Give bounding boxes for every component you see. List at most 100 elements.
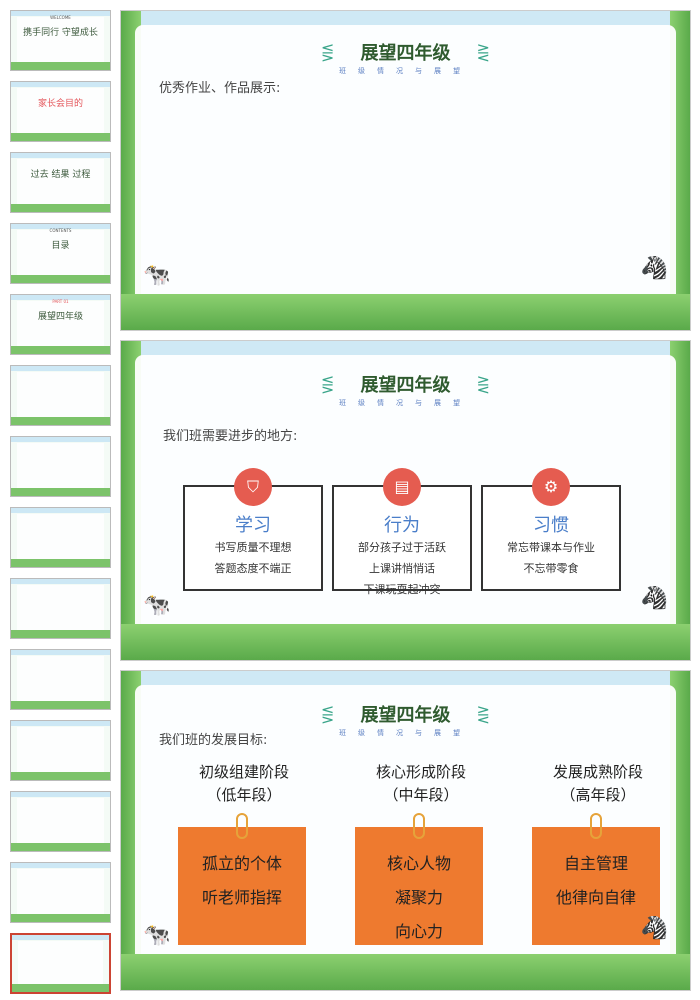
thumbnail-title: 展望四年级 [37,312,83,322]
grass-decoration [11,914,110,922]
zebra-illustration: 🦓 [640,256,668,281]
thumbnail-panel [17,585,104,630]
thumbnail-subtitle: WELCOME [50,15,71,20]
thumbnail-panel [17,17,104,62]
sky-decoration [11,153,110,158]
sky-decoration [11,792,110,797]
stage-name: 初级组建阶段 [198,763,289,781]
note-line: 凝聚力 [394,888,443,907]
sky-decoration [11,650,110,655]
thumbnail-panel [17,159,104,204]
leaf-icon: ⋚ [321,705,335,724]
thumbnail-title: 过去 结果 过程 [30,170,91,180]
slide-thumbnail[interactable]: 过去 结果 过程 [10,152,111,213]
improvement-card: ⛉学习书写质量不理想答题态度不端正 [183,468,323,591]
card-line: 常忘带课本与作业 [507,541,595,554]
sticky-note: 自主管理他律向自律 [532,813,660,945]
slide-3[interactable]: ⋚ 展望四年级 班级情况与展望 ⋛ 我们班的发展目标: 初级组建阶段 （低年段） 孤… [120,670,691,991]
slide-thumbnail[interactable] [10,578,111,639]
slide-thumbnail[interactable]: 家长会目的 [10,81,111,142]
stage-grade: （低年段） [206,786,282,804]
note-line: 孤立的个体 [201,854,282,873]
leaf-icon: ⋛ [476,375,490,394]
paperclip-icon [236,813,248,839]
grass-decoration [11,488,110,496]
grass-decoration [11,204,110,212]
slide-thumbnail[interactable] [10,507,111,568]
thumbnail-panel [17,798,104,843]
slide-subtitle: 班级情况与展望 [339,67,472,75]
gear-icon: ⚙ [532,468,570,506]
thumbnail-panel [17,230,104,275]
zebra-illustration: 🦓 [640,586,668,611]
card-line: 下课玩耍起冲突 [363,583,441,596]
slide-thumbnail[interactable] [10,720,111,781]
slide-title: 展望四年级 [360,705,451,726]
slide-thumbnail[interactable] [10,933,111,994]
thumbnail-panel [17,727,104,772]
stage-grade: （中年段） [383,786,459,804]
slide-1[interactable]: ⋚ 展望四年级 班级情况与展望 ⋛ 优秀作业、作品展示: 🐄 🦓 [120,10,691,331]
slide-lead-text: 我们班的发展目标: [159,733,268,748]
sticky-note: 核心人物凝聚力向心力 [355,813,483,945]
card-line: 书写质量不理想 [214,541,292,554]
stage-name: 发展成熟阶段 [552,763,643,781]
card-line: 答题态度不端正 [214,562,292,575]
slide-subtitle: 班级情况与展望 [339,729,472,737]
slide-header: ⋚ 展望四年级 班级情况与展望 ⋛ [121,371,690,408]
content-panel [135,25,676,308]
leaf-icon: ⋛ [476,705,490,724]
slide-header: ⋚ 展望四年级 班级情况与展望 ⋛ [121,39,690,76]
slide-thumbnail[interactable] [10,365,111,426]
note-line: 他律向自律 [555,888,636,907]
grass-decoration [121,294,690,330]
sky-decoration [11,579,110,584]
sky-decoration [11,721,110,726]
sky-decoration [11,82,110,87]
note-line: 向心力 [394,922,443,941]
paperclip-icon [413,813,425,839]
thumbnail-title: 目录 [51,241,70,251]
slide-thumbnail[interactable] [10,649,111,710]
note-line: 自主管理 [563,854,628,873]
grass-decoration [11,772,110,780]
thumbnail-panel [17,301,104,346]
cow-illustration: 🐄 [143,593,171,618]
grass-decoration [11,701,110,709]
stage-name: 核心形成阶段 [375,763,466,781]
stage-heading: 初级组建阶段 （低年段） [169,761,319,807]
card-heading: 行为 [384,515,420,536]
sky-decoration [11,295,110,300]
sky-decoration [11,437,110,442]
slide-thumbnail[interactable] [10,436,111,497]
thumbnail-panel [17,443,104,488]
thumbnail-subtitle: CONTENTS [49,228,72,233]
grass-decoration [11,62,110,70]
slide-title: 展望四年级 [360,43,451,64]
shield-icon: ⛉ [234,468,272,506]
thumbnail-panel [17,869,104,914]
grass-decoration [11,346,110,354]
slide-thumbnail[interactable] [10,791,111,852]
grass-decoration [11,417,110,425]
grass-decoration [11,630,110,638]
sky-decoration [11,224,110,229]
slide-thumbnail[interactable]: CONTENTS 目录 [10,223,111,284]
grass-decoration [121,954,690,990]
card-heading: 习惯 [533,515,569,536]
card-line: 不忘带零食 [523,562,579,575]
sky-decoration [12,935,109,940]
slide-2[interactable]: ⋚ 展望四年级 班级情况与展望 ⋛ 我们班需要进步的地方: ⛉学习书写质量不理想… [120,340,691,661]
thumbnail-panel [17,372,104,417]
grass-decoration [121,624,690,660]
sticky-note: 孤立的个体听老师指挥 [178,813,306,945]
thumbnail-panel [17,88,104,133]
slide-lead-text: 我们班需要进步的地方: [163,429,298,444]
slide-header: ⋚ 展望四年级 班级情况与展望 ⋛ [121,701,690,738]
slide-subtitle: 班级情况与展望 [339,399,472,407]
slide-thumbnail[interactable] [10,862,111,923]
note-line: 核心人物 [386,854,451,873]
